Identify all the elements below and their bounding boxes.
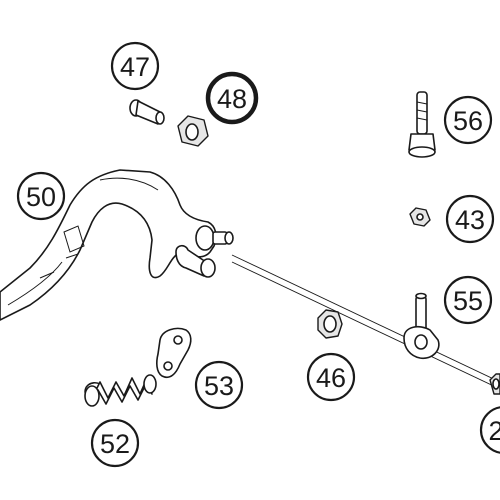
callout-label-56: 56 bbox=[453, 106, 483, 136]
callout-55[interactable]: 55 bbox=[443, 275, 493, 325]
callout-48-highlight-ring bbox=[205, 71, 259, 125]
callout-43[interactable]: 43 bbox=[445, 194, 495, 244]
callout-46[interactable]: 46 bbox=[306, 352, 356, 402]
spring-52-part[interactable] bbox=[84, 374, 157, 407]
callout-label-47: 47 bbox=[120, 52, 150, 82]
callout-48[interactable]: 48 bbox=[205, 71, 259, 125]
callout-53[interactable]: 53 bbox=[194, 360, 244, 410]
callout-56[interactable]: 56 bbox=[443, 95, 493, 145]
callout-label-52: 52 bbox=[100, 429, 130, 459]
callout-label-partial: 2 bbox=[488, 416, 500, 446]
callout-label-46: 46 bbox=[316, 363, 346, 393]
callout-52[interactable]: 52 bbox=[90, 418, 140, 468]
partial-part-right-edge[interactable] bbox=[489, 373, 500, 395]
callout-partial-right[interactable]: 2 bbox=[479, 406, 500, 454]
callout-50[interactable]: 50 bbox=[16, 171, 66, 221]
bushing-46-part[interactable] bbox=[317, 309, 343, 339]
assembly-axis-lines bbox=[231, 254, 500, 390]
plate-53-part[interactable] bbox=[156, 327, 192, 379]
callout-label-53: 53 bbox=[204, 371, 234, 401]
clevis-55-part[interactable] bbox=[403, 292, 440, 360]
callout-label-55: 55 bbox=[453, 286, 483, 316]
pin-56-part[interactable] bbox=[408, 91, 436, 158]
callout-label-43: 43 bbox=[455, 205, 485, 235]
nut-48-part[interactable] bbox=[177, 115, 209, 147]
brake-pedal-lever-part[interactable] bbox=[0, 169, 234, 321]
callout-label-48: 48 bbox=[217, 84, 247, 114]
bolt-47-part[interactable] bbox=[129, 99, 165, 125]
nut-43-part[interactable] bbox=[409, 207, 431, 227]
callout-47[interactable]: 47 bbox=[110, 41, 160, 91]
callout-label-50: 50 bbox=[26, 182, 56, 212]
